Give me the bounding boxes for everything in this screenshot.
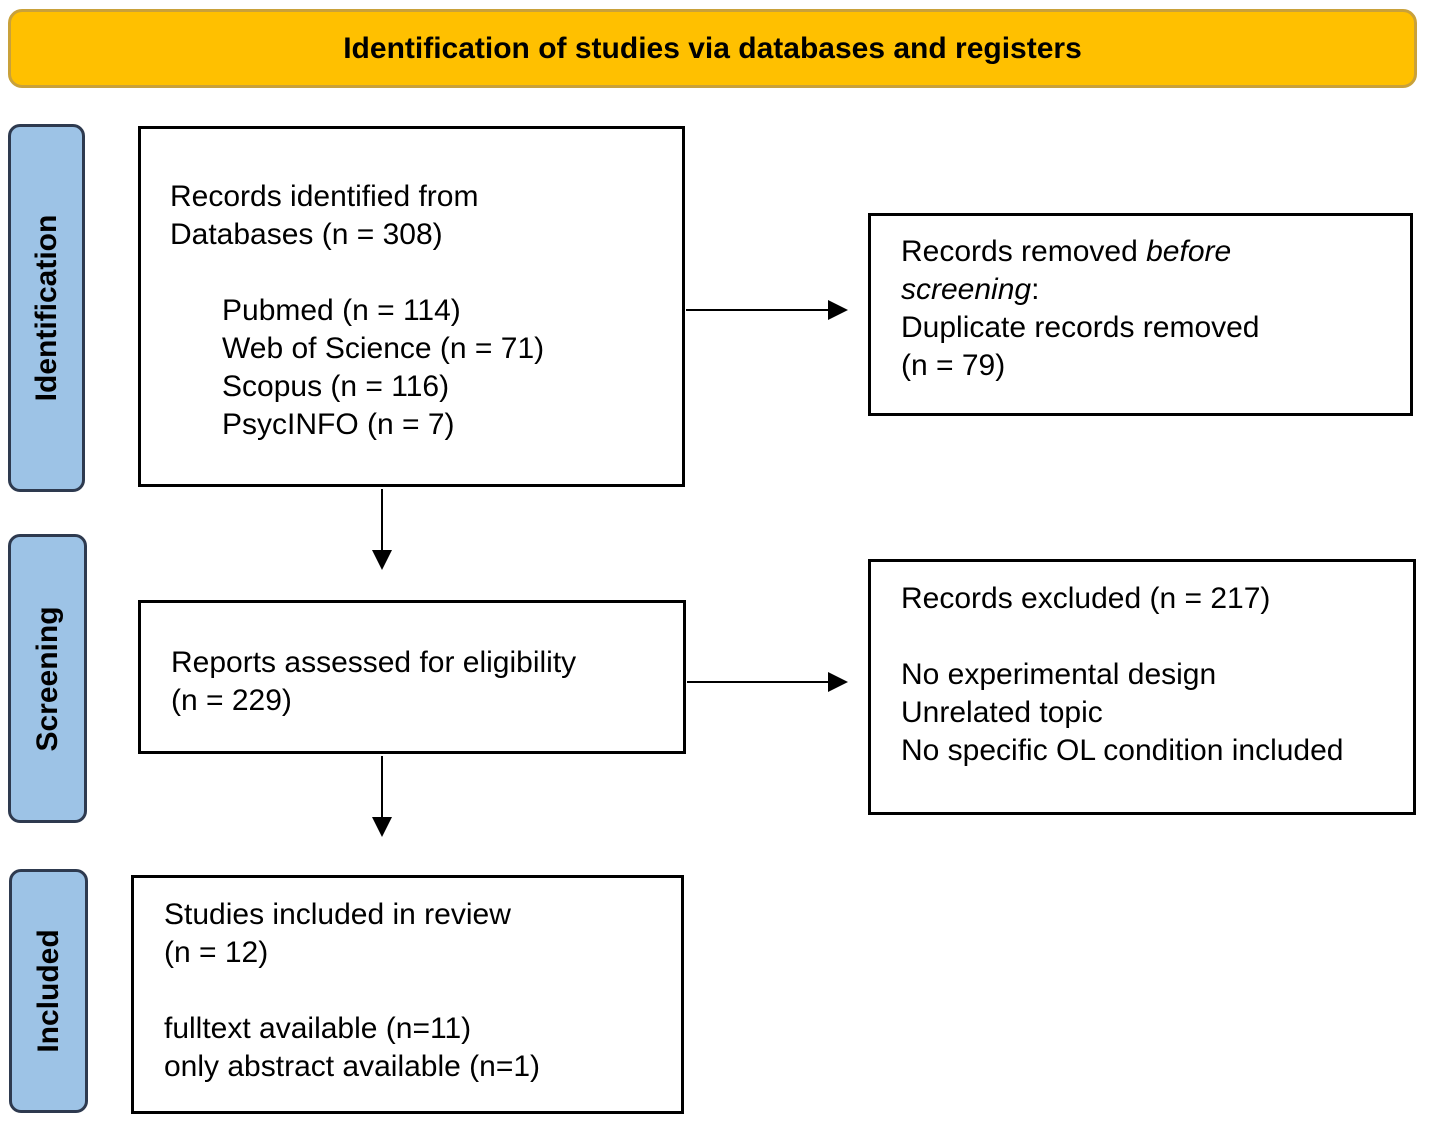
phase-screening: Screening — [8, 534, 87, 823]
studies-included-box: Studies included in review (n = 12) full… — [131, 875, 684, 1114]
header-banner: Identification of studies via databases … — [8, 9, 1417, 88]
studies-included-line4: only abstract available (n=1) — [164, 1050, 541, 1083]
source-web-of-science: Web of Science (n = 71) — [222, 332, 545, 365]
phase-identification: Identification — [8, 124, 85, 492]
records-identified-line1: Records identified from — [170, 180, 479, 213]
reports-assessed-line2: (n = 229) — [171, 684, 292, 717]
records-excluded-line1: Records excluded (n = 217) — [901, 582, 1271, 615]
records-identified-line2: Databases (n = 308) — [170, 218, 443, 251]
source-psycinfo: PsycINFO (n = 7) — [222, 408, 455, 441]
records-excluded-box: Records excluded (n = 217) No experiment… — [868, 559, 1416, 815]
reports-assessed-line1: Reports assessed for eligibility — [171, 646, 577, 679]
excluded-reason-condition: No specific OL condition included — [901, 734, 1344, 767]
source-pubmed: Pubmed (n = 114) — [222, 294, 461, 327]
reports-assessed-box: Reports assessed for eligibility (n = 22… — [138, 600, 686, 754]
records-identified-box: Records identified from Databases (n = 3… — [138, 126, 685, 487]
excluded-reason-design: No experimental design — [901, 658, 1217, 691]
excluded-reason-topic: Unrelated topic — [901, 696, 1103, 729]
studies-included-line1: Studies included in review — [164, 898, 511, 931]
records-removed-line3: Duplicate records removed — [901, 311, 1260, 344]
studies-included-line3: fulltext available (n=11) — [164, 1012, 472, 1045]
source-scopus: Scopus (n = 116) — [222, 370, 450, 403]
phase-included: Included — [9, 869, 88, 1113]
records-removed-box: Records removed before screening: Duplic… — [868, 213, 1413, 416]
records-removed-line1: Records removed before — [901, 235, 1232, 268]
studies-included-line2: (n = 12) — [164, 936, 269, 969]
records-removed-line2: screening: — [901, 273, 1040, 306]
header-title: Identification of studies via databases … — [343, 31, 1082, 65]
records-removed-line4: (n = 79) — [901, 349, 1006, 382]
